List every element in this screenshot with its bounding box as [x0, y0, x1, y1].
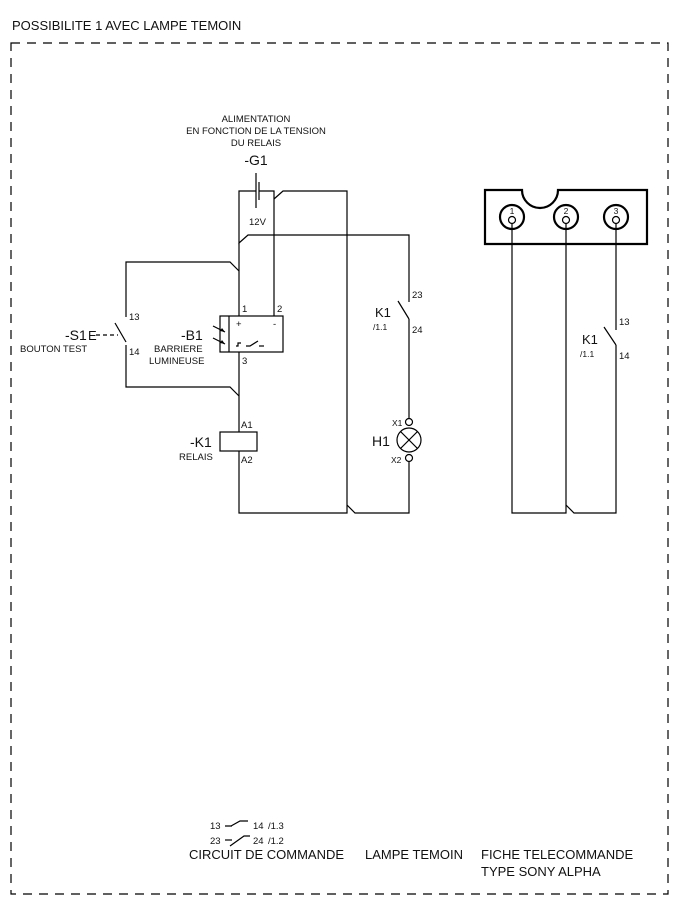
barrier-minus: - — [273, 319, 276, 330]
battery-symbol — [255, 173, 260, 208]
terminal-label: 24 — [412, 325, 423, 336]
barrier-label: LUMINEUSE — [149, 356, 204, 367]
supply-note-line: DU RELAIS — [231, 138, 281, 149]
terminal-label: X1 — [392, 418, 403, 428]
remote-wiring — [511, 224, 617, 514]
test-button-label: BOUTON TEST — [20, 344, 87, 355]
lamp-contact-symbol — [397, 300, 410, 320]
remote-connector-symbol — [483, 188, 649, 246]
legend-from: 23 — [210, 836, 221, 847]
contact-cross-reference: 13 14 /1.3 23 24 /1.2 — [210, 820, 284, 847]
supply-tag: -G1 — [244, 152, 268, 168]
light-barrier-symbol — [212, 315, 284, 353]
section-remote-type: TYPE SONY ALPHA — [481, 864, 601, 879]
section-lamp: LAMPE TEMOIN — [365, 847, 463, 862]
supply-note-line: ALIMENTATION — [222, 114, 291, 125]
connector-pin-label: 1 — [510, 206, 515, 216]
lamp-tag: H1 — [372, 433, 390, 449]
terminal-label: 13 — [619, 317, 630, 328]
legend-to: 14 — [253, 821, 264, 832]
lamp-contact-ref: /1.1 — [373, 322, 387, 332]
page-title: POSSIBILITE 1 AVEC LAMPE TEMOIN — [12, 18, 241, 33]
legend-ref: /1.2 — [268, 836, 284, 847]
legend-from: 13 — [210, 821, 221, 832]
terminal-label: 13 — [129, 312, 140, 323]
terminal-label: 3 — [242, 356, 247, 367]
connector-pin-label: 3 — [614, 206, 619, 216]
terminal-label: 14 — [619, 351, 630, 362]
terminal-label: 2 — [277, 304, 282, 315]
section-remote: FICHE TELECOMMANDE — [481, 847, 633, 862]
barrier-label: BARRIERE — [154, 344, 203, 355]
test-button-switch — [96, 322, 127, 343]
supply-voltage: 12V — [249, 217, 267, 228]
remote-contact-ref: /1.1 — [580, 349, 594, 359]
terminal-label: 23 — [412, 290, 423, 301]
relay-tag: -K1 — [190, 434, 212, 450]
connector-pin-label: 2 — [564, 206, 569, 216]
legend-to: 24 — [253, 836, 264, 847]
relay-label: RELAIS — [179, 452, 213, 463]
sheet-frame — [10, 42, 669, 895]
terminal-label: 14 — [129, 347, 140, 358]
test-button-tag: -S1 — [65, 327, 87, 343]
supply-note-line: EN FONCTION DE LA TENSION — [186, 126, 326, 137]
terminal-label: 1 — [242, 304, 247, 315]
section-control-circuit: CIRCUIT DE COMMANDE — [189, 847, 344, 862]
barrier-tag: -B1 — [181, 327, 203, 343]
test-button-actuator: E — [88, 328, 97, 343]
terminal-label: A1 — [241, 420, 253, 431]
lamp-symbol — [396, 417, 422, 463]
barrier-plus: + — [236, 319, 242, 330]
remote-contact-tag: K1 — [582, 332, 598, 347]
lamp-contact-tag: K1 — [375, 305, 391, 320]
control-circuit-wiring — [125, 190, 410, 514]
terminal-label: X2 — [391, 455, 402, 465]
terminal-label: A2 — [241, 455, 253, 466]
relay-coil-symbol — [219, 431, 258, 452]
legend-ref: /1.3 — [268, 821, 284, 832]
